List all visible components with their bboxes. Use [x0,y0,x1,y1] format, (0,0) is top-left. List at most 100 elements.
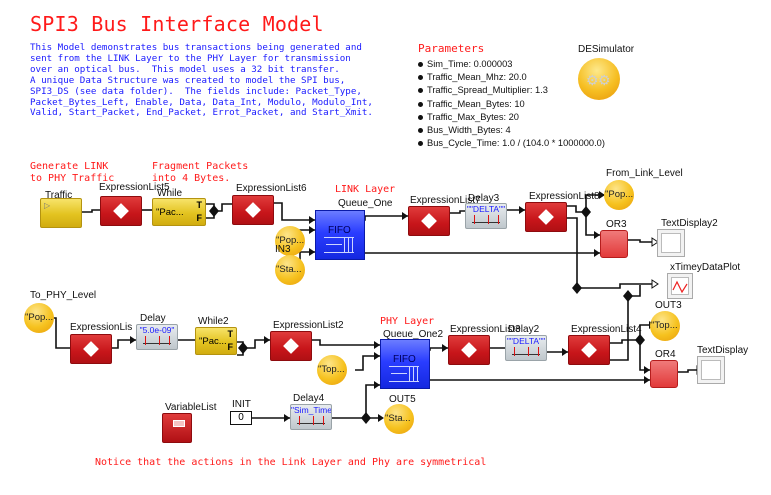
out3-block[interactable]: "Top... [650,311,680,341]
fifo-label: FIFO [328,225,351,236]
or4-block[interactable] [650,360,678,388]
model-title: SPI3 Bus Interface Model [30,12,324,36]
desimulator-block[interactable]: ⚙ ⚙ [578,58,620,100]
expressionlist2-block[interactable] [270,331,312,361]
out5-value: "Sta... [385,413,411,424]
while2-value: "Pac... [199,336,227,347]
out3-label: OUT3 [655,300,682,311]
explist5-label: ExpressionList5 [99,182,170,193]
expressionlist6-block[interactable] [232,195,274,225]
queue-one-block[interactable]: FIFO [315,210,365,260]
from-link-level-value: "Pop... [605,189,634,200]
explist3-label: ExpressionList3 [450,324,521,335]
delay-tick [299,416,300,425]
while-port-false: F [196,213,203,223]
generate-traffic-note: Generate LINK to PHY Traffic [30,161,115,184]
expressionlist4-block[interactable] [568,335,610,365]
delay-ruler-icon [143,343,171,344]
delay4-label: Delay4 [293,393,325,404]
while2-block[interactable]: "Pac... T F [195,327,237,355]
from-link-level-label: From_Link_Level [606,168,683,179]
from-link-level-block[interactable]: "Pop... [604,180,634,210]
explist1-label-text: ExpressionList1 [70,322,132,333]
while-port-true: T [196,200,203,210]
explist1-label: ExpressionList1 [70,322,132,333]
while-label: While [157,188,183,199]
parameter-item[interactable]: Traffic_Spread_Multiplier: 1.3 [418,84,605,97]
delay4-block[interactable]: "Sim_Time... [290,404,332,430]
in3-block[interactable]: "Sta... [275,255,305,285]
gear-icon: ⚙ [586,72,599,88]
delay-tick [313,416,314,425]
expressionlist8-block[interactable] [525,202,567,232]
textdisplay2-block[interactable] [657,229,685,257]
fifo-icon [389,366,419,382]
delay-tick [498,215,499,224]
top-input-value: "Top... [318,364,345,375]
fragment-packets-note: Fragment Packets into 4 Bytes. [152,161,249,184]
play-icon: ▷ [44,201,51,210]
xtimeydataplot-block[interactable] [667,273,693,299]
parameter-item[interactable]: Bus_Width_Bytes: 4 [418,124,605,137]
delay-ruler-icon [512,354,540,355]
or3-block[interactable] [600,230,628,258]
pop-input-block[interactable]: "Pop... [275,226,305,256]
delay-ruler-icon [297,423,325,424]
textdisplay2-label: TextDisplay2 [661,218,718,229]
sine-plot-icon [672,280,688,294]
traffic-generator-block[interactable]: ▷ [40,198,82,228]
delay-tick [488,215,489,224]
queue-one2-block[interactable]: FIFO [380,339,430,389]
parameter-item[interactable]: Traffic_Mean_Bytes: 10 [418,98,605,111]
textdisplay-block[interactable] [697,356,725,384]
parameters-title: Parameters [418,42,485,55]
top-input-block[interactable]: "Top... [317,355,347,385]
model-description: This Model demonstrates bus transactions… [30,42,373,119]
delay-ruler-icon [472,222,500,223]
symmetry-note: Notice that the actions in the Link Laye… [95,457,487,468]
delay4-value: "Sim_Time... [291,405,331,415]
while2-port-true: T [227,329,234,339]
delay2-block[interactable]: ""DELTA"" [505,335,547,361]
delay-tick [528,347,529,356]
in3-value: "Sta... [276,264,302,275]
out3-value: "Top... [651,320,678,331]
in3-label: IN3 [275,244,291,255]
delay-label: Delay [140,313,166,324]
expressionlist5-block[interactable] [100,196,142,226]
delay-tick [514,347,515,356]
variablelist-block[interactable] [162,413,192,443]
parameter-item[interactable]: Traffic_Mean_Mhz: 20.0 [418,71,605,84]
out5-label: OUT5 [389,394,416,405]
expressionlist1-block[interactable] [70,334,112,364]
to-phy-level-block[interactable]: "Pop... [24,303,54,333]
while-block[interactable]: "Pac... T F [152,198,206,226]
explist4-label: ExpressionList4 [571,324,642,335]
parameter-item[interactable]: Bus_Cycle_Time: 1.0 / (104.0 * 1000000.0… [418,137,605,150]
out5-block[interactable]: "Sta... [384,404,414,434]
to-phy-level-label: To_PHY_Level [30,290,97,301]
delay-tick [145,336,146,345]
xtimeplot-label: xTimeyDataPlot [670,262,741,273]
explist2-label: ExpressionList2 [273,320,344,331]
parameter-item[interactable]: Traffic_Max_Bytes: 20 [418,111,605,124]
delay-tick [474,215,475,224]
queue-one2-label: Queue_One2 [383,329,444,340]
explist7-label: ExpressionList7 [410,195,481,206]
delay2-value: ""DELTA"" [506,336,546,346]
delay-block[interactable]: "5.0e-09" [136,324,178,350]
expressionlist7-block[interactable] [408,206,450,236]
explist8-label: ExpressionList8 [529,191,600,202]
delay-tick [538,347,539,356]
delay3-block[interactable]: ""DELTA"" [465,203,507,229]
delay3-value: ""DELTA"" [466,204,506,214]
init-input[interactable]: 0 [230,411,252,425]
delay-tick [159,336,160,345]
parameter-item[interactable]: Sim_Time: 0.000003 [418,58,605,71]
delay-value: "5.0e-09" [139,325,175,335]
or4-label: OR4 [655,349,676,360]
expressionlist3-block[interactable] [448,335,490,365]
gear-icon: ⚙ [598,72,611,88]
delay-tick [323,416,324,425]
link-layer-note: LINK Layer [335,184,396,195]
